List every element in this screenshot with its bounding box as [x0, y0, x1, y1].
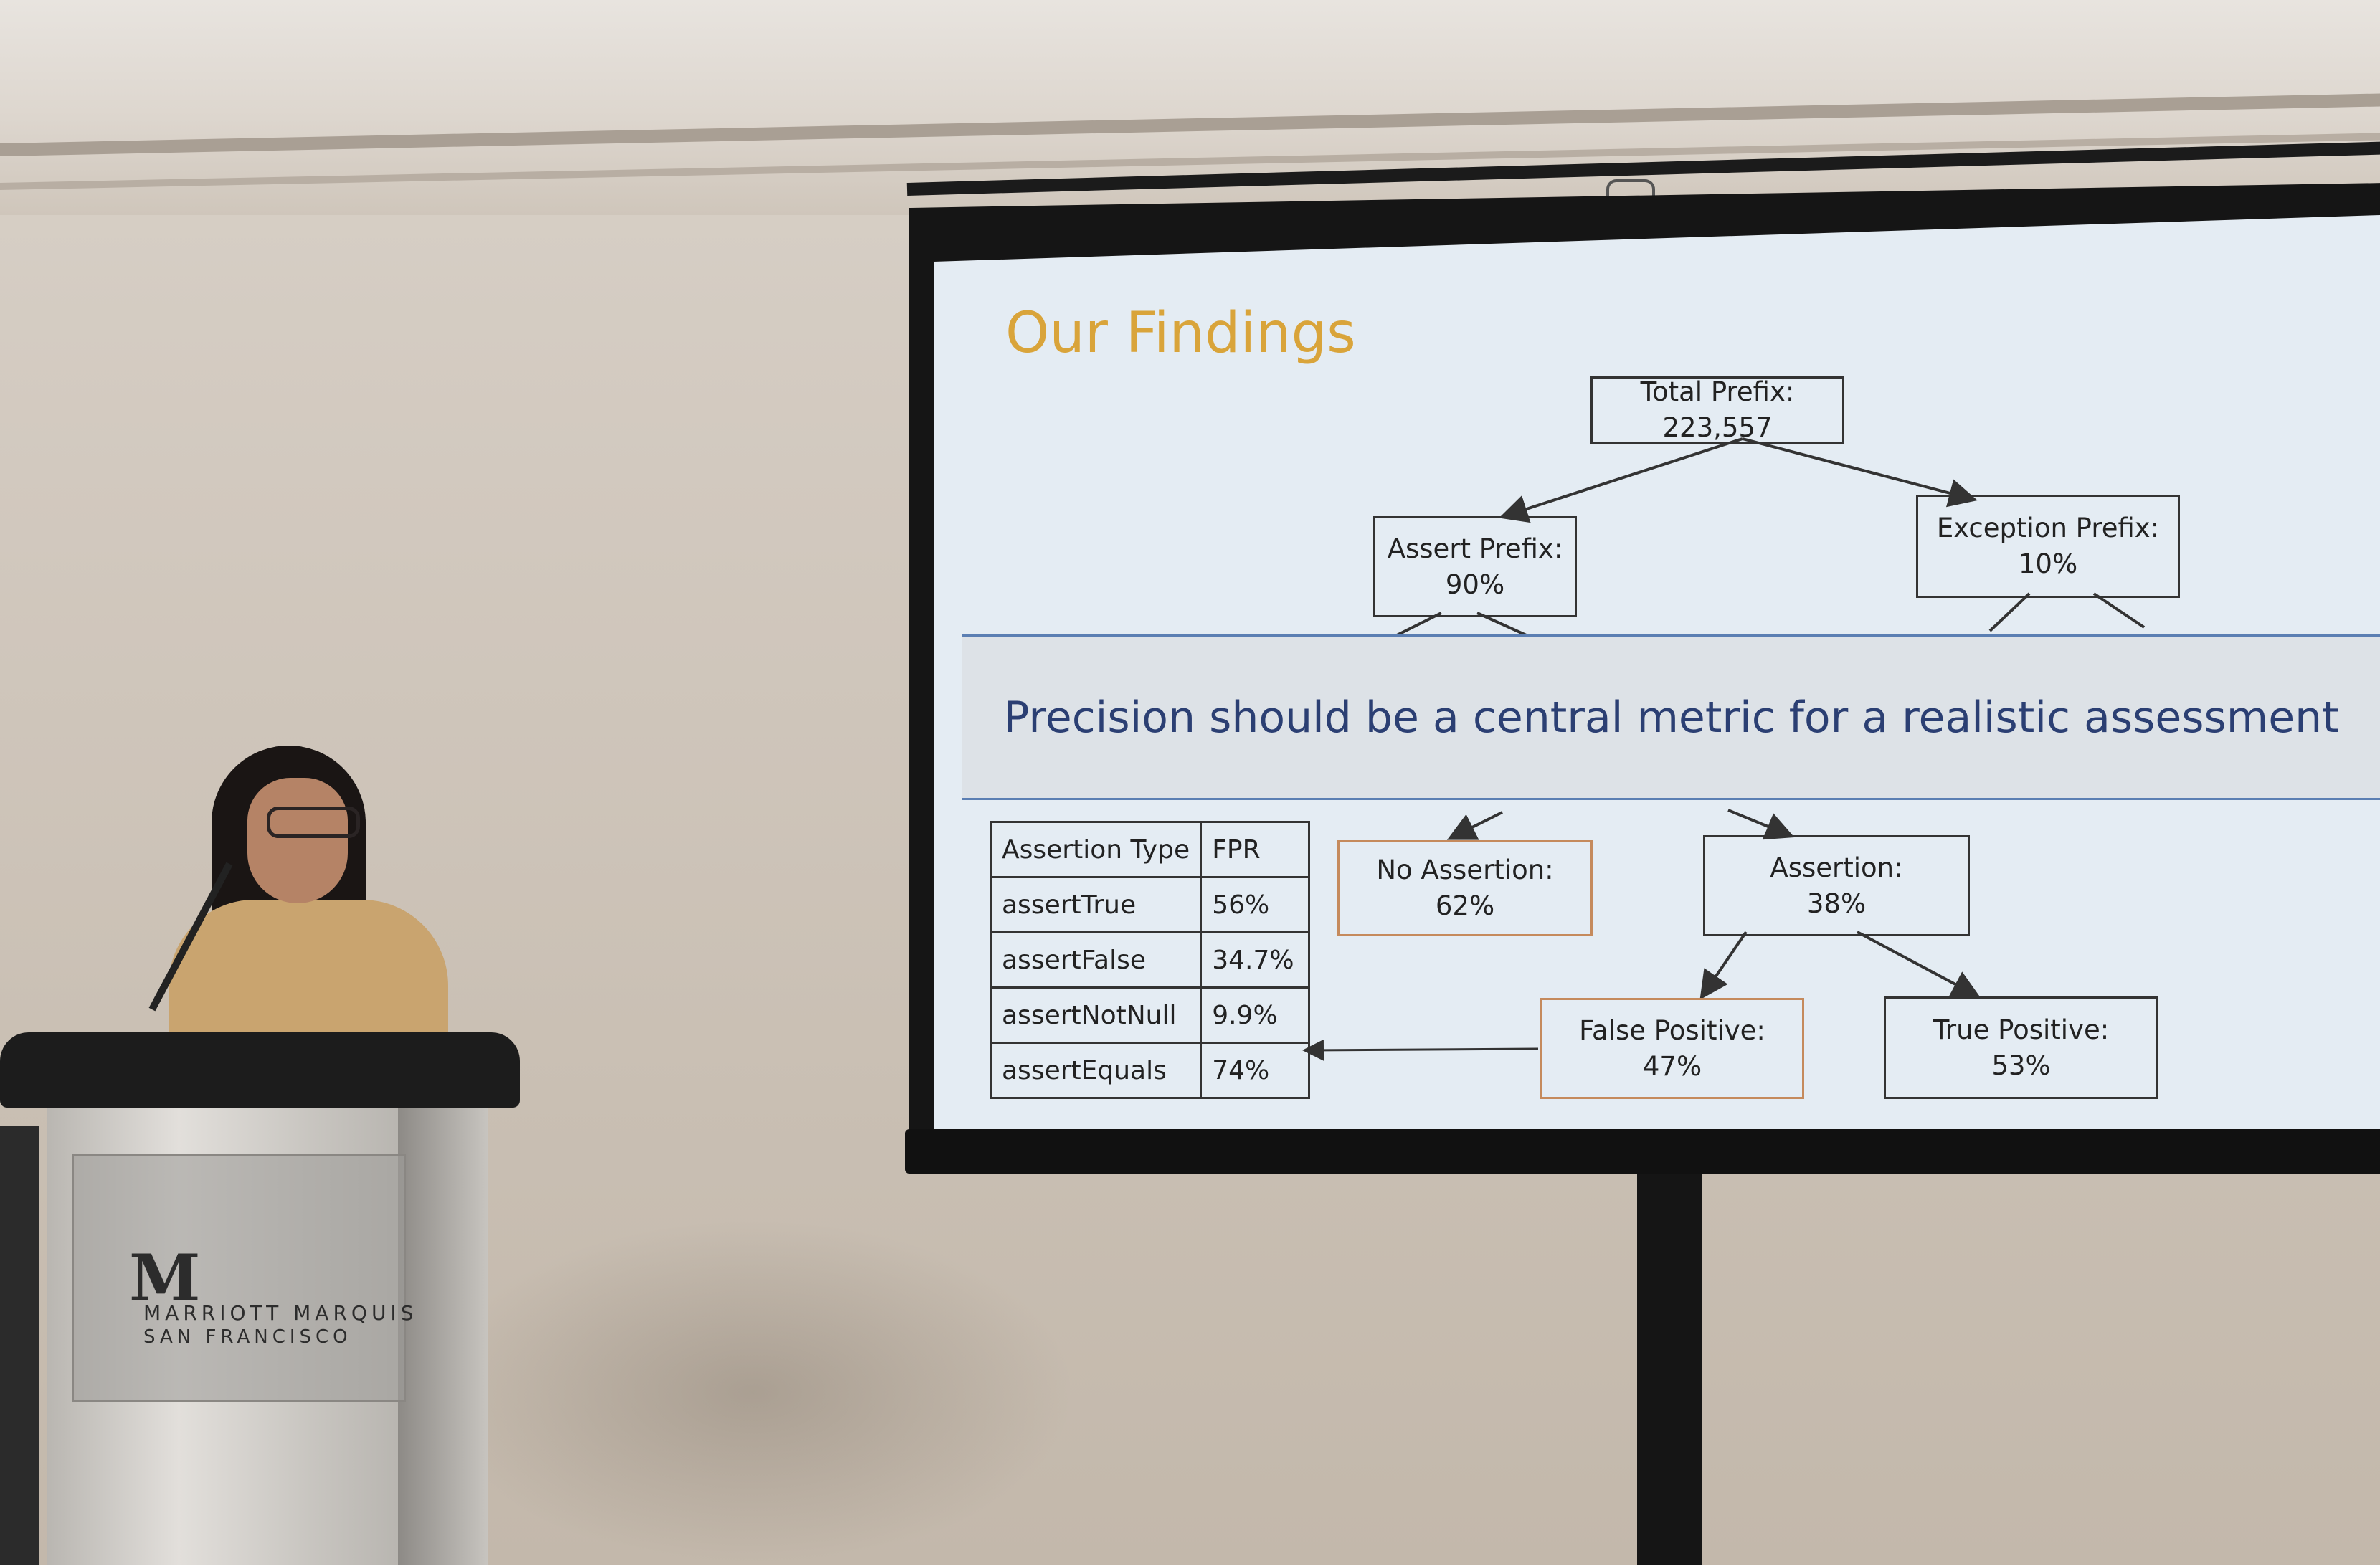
table-cell: 34.7% — [1200, 931, 1311, 989]
table-cell: 56% — [1200, 876, 1311, 933]
table-header-cell: Assertion Type — [989, 821, 1203, 878]
table-row: assertEquals 74% — [989, 1042, 1311, 1099]
table-header-row: Assertion Type FPR — [989, 821, 1311, 878]
podium-panel — [72, 1154, 406, 1402]
node-assertion-value: 38% — [1806, 888, 1867, 919]
podium-top — [0, 1032, 520, 1108]
node-no-assertion: No Assertion: 62% — [1337, 840, 1593, 936]
edge-assertion-fp — [1699, 931, 1748, 1000]
edge-total-assert — [1499, 437, 1743, 523]
node-assert-prefix-label: Assert Prefix: — [1387, 533, 1563, 564]
edge-total-exception — [1742, 437, 1978, 508]
edge-exception-right — [2092, 592, 2146, 629]
node-assert-prefix-value: 90% — [1445, 569, 1505, 600]
edge-to-no-assertion — [1446, 811, 1503, 840]
fpr-table: Assertion Type FPR assertTrue 56% assert… — [989, 821, 1311, 1099]
marriott-logo: M — [129, 1240, 201, 1316]
edge-fp-table — [1302, 1039, 1539, 1061]
edge-assertion-tp — [1857, 931, 1981, 998]
edge-to-assertion — [1727, 809, 1795, 840]
speaker-glasses — [267, 807, 360, 838]
key-message-banner: Precision should be a central metric for… — [962, 634, 2380, 800]
node-total-prefix-label: Total Prefix: 223,557 — [1640, 376, 1795, 443]
node-assertion: Assertion: 38% — [1703, 835, 1970, 936]
screen-bottom-bar — [905, 1129, 2380, 1174]
table-row: assertTrue 56% — [989, 876, 1311, 933]
node-no-assertion-label: No Assertion: — [1376, 855, 1554, 886]
table-cell: assertTrue — [989, 876, 1203, 933]
podium-side — [398, 1075, 488, 1565]
node-false-positive: False Positive: 47% — [1540, 998, 1804, 1099]
table-row: assertFalse 34.7% — [989, 931, 1311, 989]
node-assertion-label: Assertion: — [1770, 852, 1903, 883]
wall-shadow — [430, 1219, 1076, 1565]
table-header-cell: FPR — [1200, 821, 1311, 878]
node-true-positive: True Positive: 53% — [1884, 996, 2158, 1099]
node-assert-prefix: Assert Prefix: 90% — [1373, 516, 1577, 617]
edge-exception-left — [1988, 592, 2031, 632]
table-row: assertNotNull 9.9% — [989, 986, 1311, 1044]
key-message-text: Precision should be a central metric for… — [1003, 692, 2339, 743]
node-false-positive-label: False Positive: — [1579, 1014, 1765, 1046]
table-cell: 74% — [1200, 1042, 1311, 1099]
screen-stand — [1637, 1174, 1702, 1565]
node-false-positive-value: 47% — [1642, 1050, 1702, 1082]
node-exception-prefix-value: 10% — [2018, 548, 2078, 579]
screen-hook — [1606, 179, 1655, 201]
node-no-assertion-value: 62% — [1435, 890, 1495, 921]
table-cell: assertNotNull — [989, 986, 1203, 1044]
speaker-face — [247, 778, 348, 903]
podium-brand-text: MARRIOTT MARQUIS — [143, 1301, 418, 1325]
node-exception-prefix-label: Exception Prefix: — [1936, 513, 2160, 544]
speaker-body — [169, 900, 448, 1054]
podium-city-text: SAN FRANCISCO — [143, 1326, 352, 1348]
table-cell: assertFalse — [989, 931, 1203, 989]
table-cell: assertEquals — [989, 1042, 1203, 1099]
table-cell: 9.9% — [1200, 986, 1311, 1044]
node-true-positive-label: True Positive: — [1933, 1014, 2110, 1045]
node-true-positive-value: 53% — [1991, 1050, 2051, 1081]
node-total-prefix: Total Prefix: 223,557 — [1590, 376, 1844, 444]
slide-title: Our Findings — [1005, 301, 1356, 366]
left-stand — [0, 1126, 39, 1565]
node-exception-prefix: Exception Prefix: 10% — [1916, 495, 2180, 598]
